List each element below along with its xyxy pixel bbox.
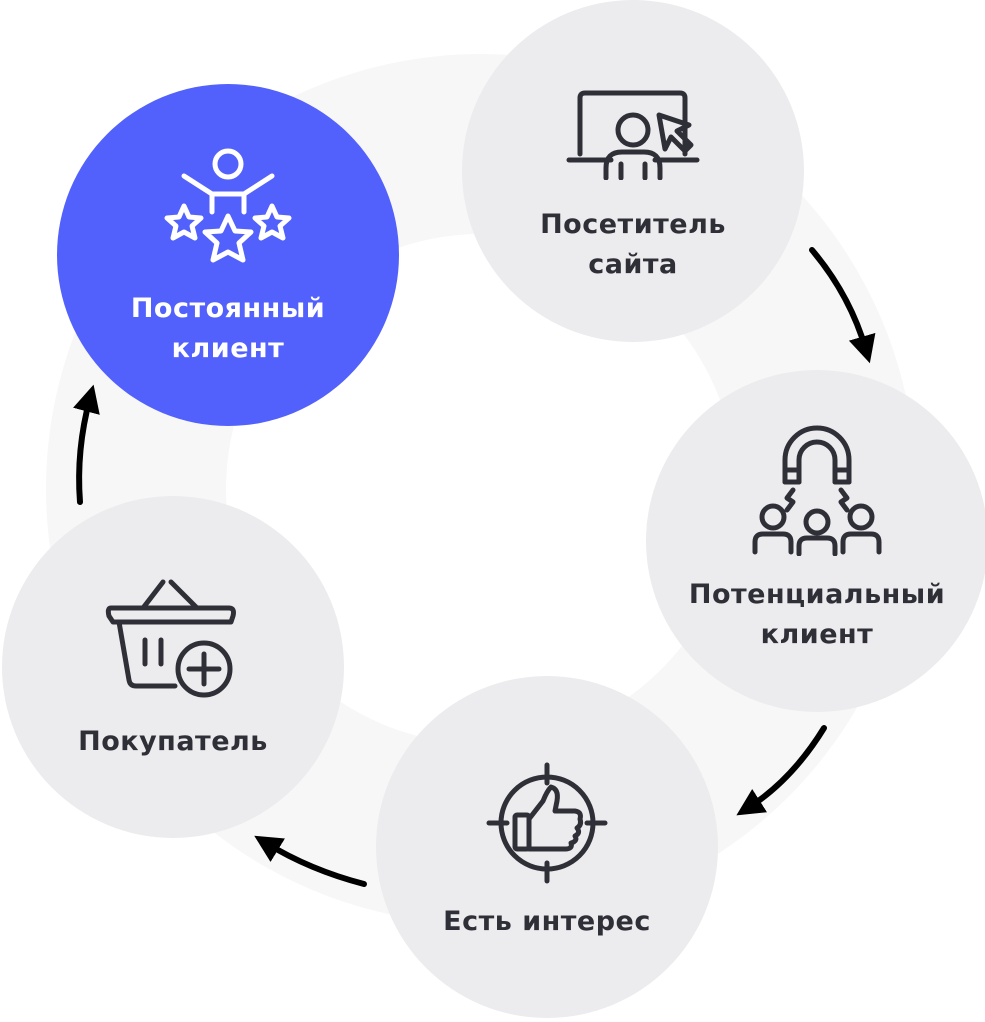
- arrow-interest-to-buyer: [254, 835, 367, 887]
- stage-buyer-label: Покупатель: [78, 726, 268, 757]
- arrow-potential-to-interest: [736, 725, 827, 816]
- stage-regular-client: Постоянный клиент: [57, 84, 399, 426]
- arrow-visitor-to-potential: [809, 247, 876, 364]
- arrow-buyer-to-regular: [73, 384, 100, 505]
- magnet-people-icon: [752, 425, 882, 556]
- stage-potential-client: Потенциальный клиент: [646, 370, 985, 712]
- stage-visitor: Посетитель сайта: [462, 0, 804, 342]
- monitor-user-cursor-icon: [566, 90, 700, 180]
- stage-visitor-label: Посетитель сайта: [540, 209, 726, 280]
- stage-buyer: Покупатель: [2, 496, 344, 838]
- basket-plus-icon: [105, 579, 236, 698]
- target-thumbs-up-icon: [486, 762, 608, 884]
- stage-interest: Есть интерес: [376, 676, 718, 1018]
- stage-potential-client-label: Потенциальный клиент: [688, 579, 946, 650]
- stage-regular-client-label: Постоянный клиент: [130, 293, 326, 364]
- person-stars-icon: [164, 148, 292, 263]
- stage-interest-label: Есть интерес: [443, 906, 651, 937]
